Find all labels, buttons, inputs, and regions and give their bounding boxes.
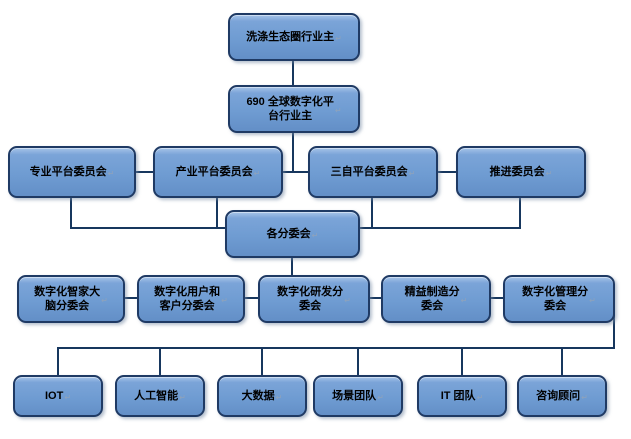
node-digital-user-customer-subcommittee: 数字化用户和 客户分委会↵ xyxy=(137,275,245,323)
node-digital-rd-subcommittee: 数字化研发分 委会↵ xyxy=(258,275,370,323)
node-label: 人工智能 xyxy=(134,389,179,402)
paragraph-return-mark: ↵ xyxy=(476,392,484,402)
connector-line xyxy=(438,171,456,173)
node-washing-ecosystem-industry-owner: 洗涤生态圈行业主↵ xyxy=(228,13,360,61)
connector-line xyxy=(57,347,615,349)
connector-line xyxy=(136,171,153,173)
connector-line xyxy=(292,61,294,85)
node-label: 数字化研发分 委会 xyxy=(277,285,344,312)
connector-line xyxy=(159,349,161,375)
connector-line xyxy=(216,198,218,229)
node-it-team: IT 团队↵ xyxy=(417,375,507,417)
node-label: 咨询顾问 xyxy=(536,389,581,402)
node-consulting-advisor-team: 咨询顾问↵ xyxy=(517,375,607,417)
node-digital-management-subcommittee: 数字化管理分 委会↵ xyxy=(503,275,615,323)
connector-line xyxy=(261,349,263,375)
paragraph-return-mark: ↵ xyxy=(179,392,186,402)
connector-line xyxy=(491,297,503,299)
node-label: 产业平台委员会 xyxy=(175,165,253,178)
paragraph-return-mark: ↵ xyxy=(589,295,596,305)
paragraph-return-mark: ↵ xyxy=(107,168,115,178)
node-label: 三自平台委员会 xyxy=(330,165,408,178)
paragraph-return-mark: ↵ xyxy=(221,295,228,305)
node-lean-manufacturing-subcommittee: 精益制造分 委会↵ xyxy=(381,275,491,323)
node-promotion-committee: 推进委员会↵ xyxy=(456,146,586,198)
node-label: 大数据 xyxy=(241,389,275,402)
connector-line xyxy=(70,227,225,229)
node-label: 精益制造分 委会 xyxy=(404,285,460,312)
paragraph-return-mark: ↵ xyxy=(253,168,261,178)
node-ai-team: 人工智能↵ xyxy=(115,375,205,417)
node-sanzi-platform-committee: 三自平台委员会↵ xyxy=(308,146,438,198)
connector-line xyxy=(357,349,359,375)
paragraph-return-mark: ↵ xyxy=(334,105,342,115)
connector-line xyxy=(245,297,258,299)
connector-line xyxy=(561,349,563,375)
node-professional-platform-committee: 专业平台委员会↵ xyxy=(8,146,136,198)
connector-line xyxy=(461,349,463,375)
connector-line xyxy=(371,198,373,229)
node-label: 数字化智家大 脑分委会 xyxy=(34,285,101,312)
node-big-data-team: 大数据↵ xyxy=(217,375,307,417)
node-label: IT 团队 xyxy=(440,389,476,402)
paragraph-return-mark: ↵ xyxy=(275,392,283,402)
paragraph-return-mark: ↵ xyxy=(377,392,384,402)
paragraph-return-mark: ↵ xyxy=(101,295,108,305)
connector-line xyxy=(519,198,521,229)
paragraph-return-mark: ↵ xyxy=(545,168,553,178)
connector-line xyxy=(613,297,615,349)
node-label: IOT xyxy=(44,389,64,402)
node-label: 各分委会 xyxy=(266,227,311,240)
node-690-global-digital-platform-owner: 690 全球数字化平 台行业主↵ xyxy=(228,85,360,133)
connector-line xyxy=(283,171,308,173)
connector-line xyxy=(70,198,72,229)
node-label: 洗涤生态圈行业主 xyxy=(246,30,335,43)
connector-line xyxy=(370,297,381,299)
node-label: 场景团队 xyxy=(332,389,377,402)
connector-line xyxy=(292,133,294,172)
node-label: 专业平台委员会 xyxy=(29,165,107,178)
node-label: 数字化用户和 客户分委会 xyxy=(154,285,221,312)
paragraph-return-mark: ↵ xyxy=(344,295,351,305)
paragraph-return-mark: ↵ xyxy=(335,33,342,43)
paragraph-return-mark: ↵ xyxy=(64,392,72,402)
node-digital-smart-home-brain-subcommittee: 数字化智家大 脑分委会↵ xyxy=(17,275,125,323)
paragraph-return-mark: ↵ xyxy=(408,168,416,178)
paragraph-return-mark: ↵ xyxy=(311,230,319,240)
node-label: 数字化管理分 委会 xyxy=(522,285,589,312)
node-subcommittees-hub: 各分委会↵ xyxy=(225,210,360,258)
paragraph-return-mark: ↵ xyxy=(581,392,588,402)
node-iot-team: IOT↵ xyxy=(13,375,103,417)
node-scenario-team: 场景团队↵ xyxy=(313,375,403,417)
paragraph-return-mark: ↵ xyxy=(460,295,468,305)
connector-line xyxy=(291,258,293,275)
connector-line xyxy=(125,297,137,299)
node-label: 690 全球数字化平 台行业主 xyxy=(246,95,334,122)
node-label: 推进委员会 xyxy=(489,165,545,178)
connector-line xyxy=(360,227,521,229)
node-industry-platform-committee: 产业平台委员会↵ xyxy=(153,146,283,198)
connector-line xyxy=(57,349,59,375)
